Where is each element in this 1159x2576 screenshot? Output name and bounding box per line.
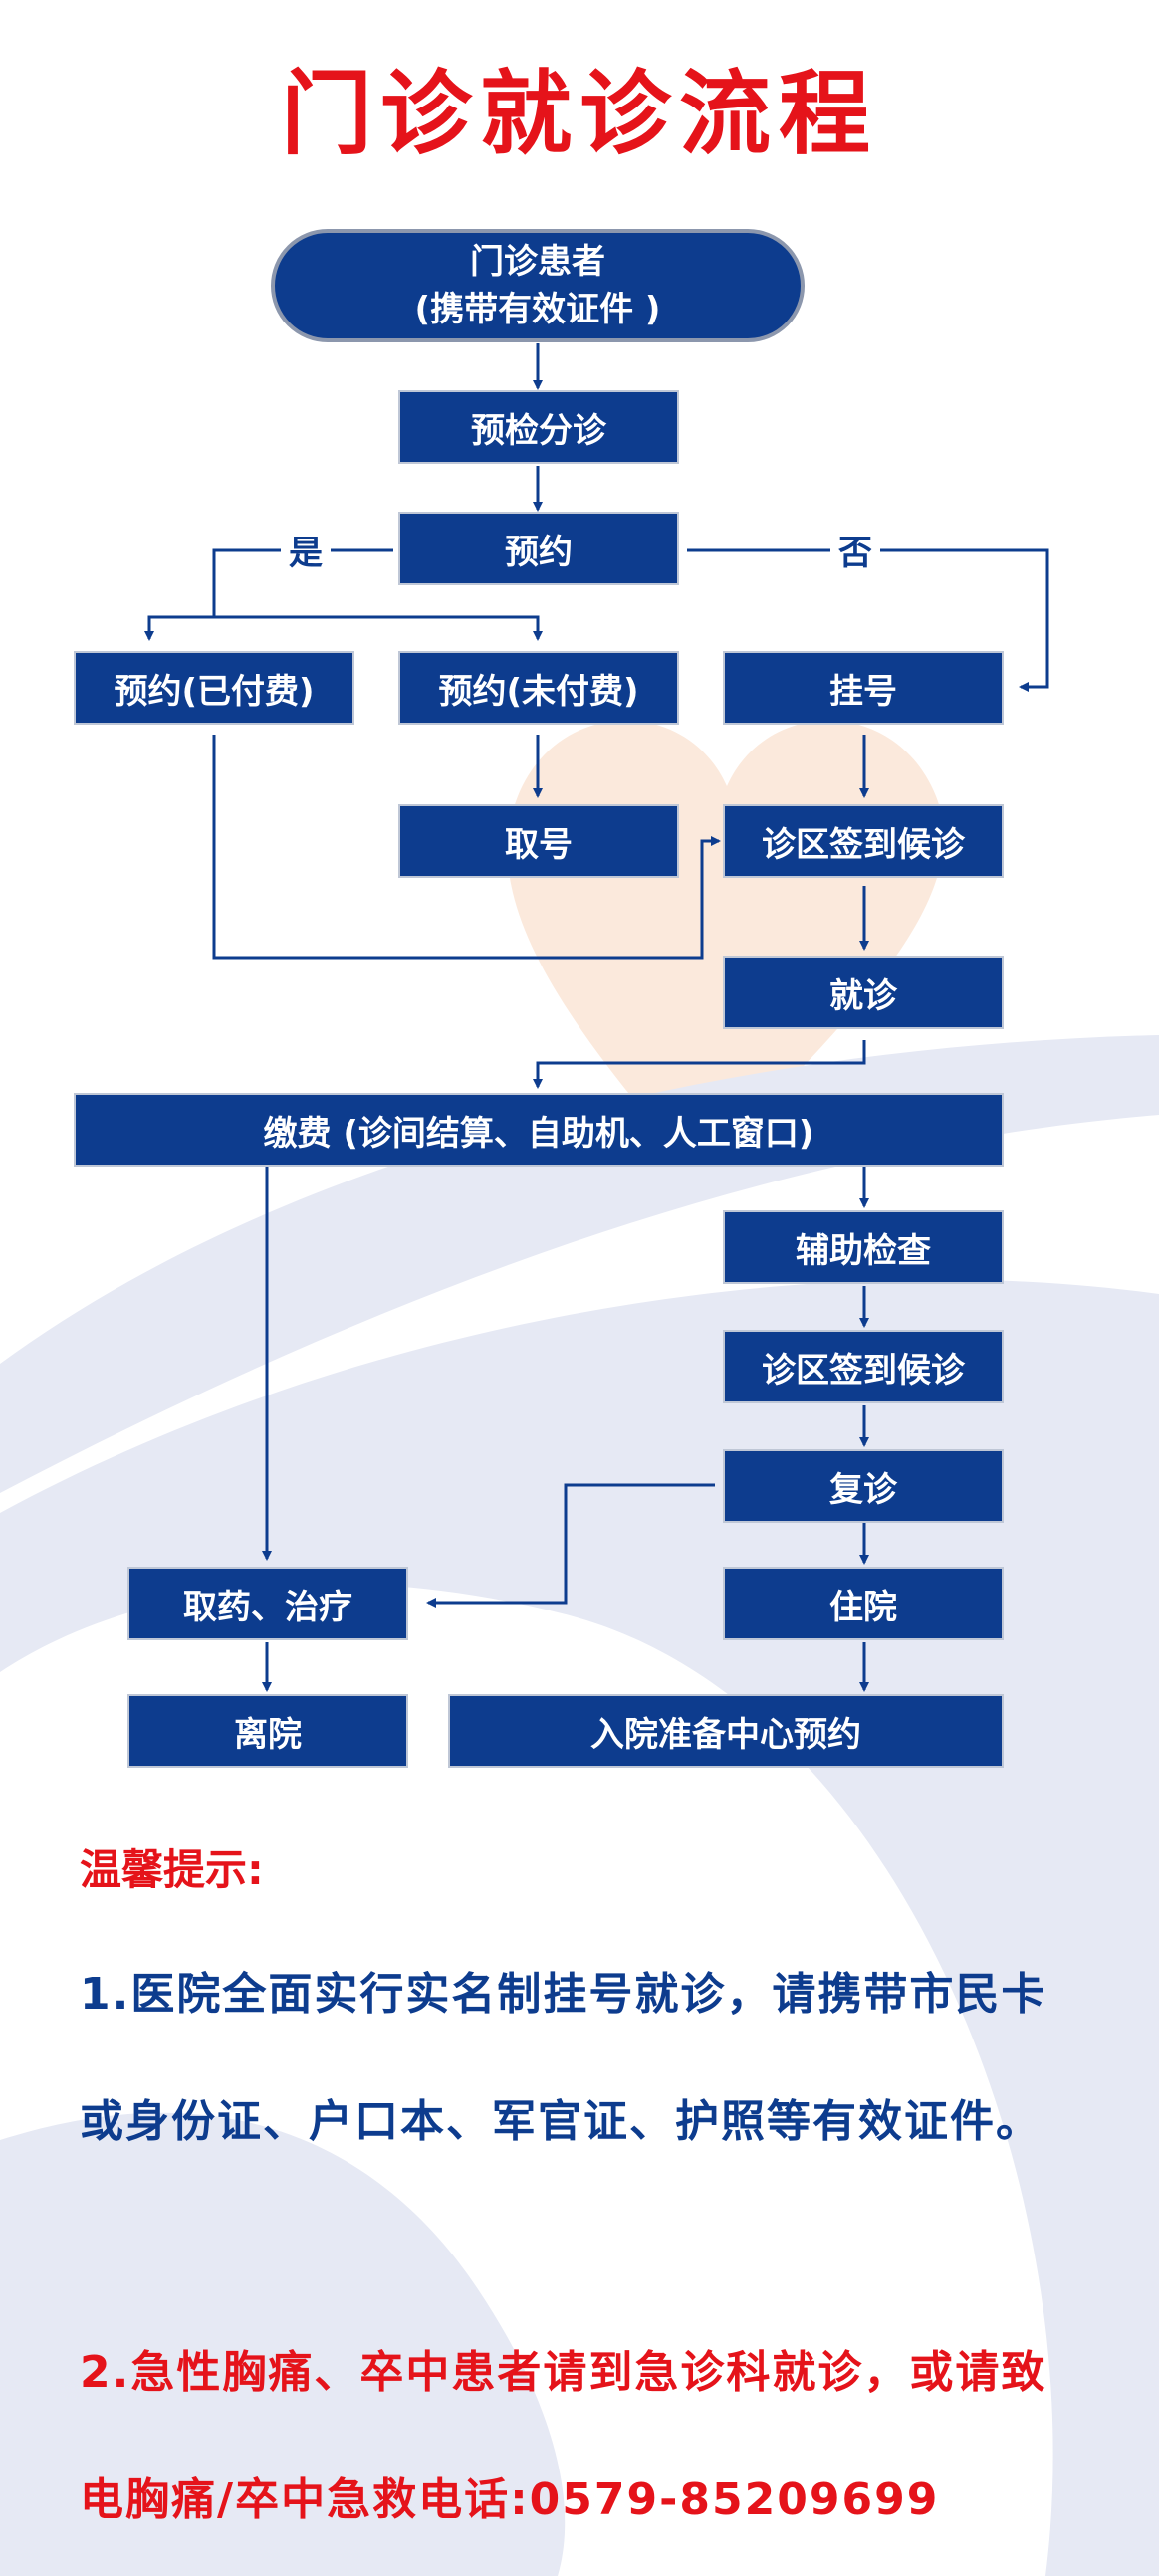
node-appointment: 预约 xyxy=(398,512,679,585)
node-leave: 离院 xyxy=(127,1694,408,1768)
node-payment: 缴费 (诊间结算、自助机、人工窗口) xyxy=(74,1093,1004,1167)
node-outpatient-line1: 门诊患者 xyxy=(470,242,605,282)
node-triage: 预检分诊 xyxy=(398,390,679,464)
label-no: 否 xyxy=(830,526,880,574)
node-medicine-treatment: 取药、治疗 xyxy=(127,1567,408,1640)
node-hospitalize: 住院 xyxy=(723,1567,1004,1640)
node-register: 挂号 xyxy=(723,651,1004,725)
node-revisit: 复诊 xyxy=(723,1449,1004,1523)
swoosh-shape-3 xyxy=(0,2112,566,2576)
node-appointment-unpaid: 预约(未付费) xyxy=(398,651,679,725)
node-admission-center: 入院准备中心预约 xyxy=(448,1694,1004,1768)
node-take-number: 取号 xyxy=(398,804,679,878)
tip-1: 1.医院全面实行实名制挂号就诊，请携带市民卡或身份证、户口本、军官证、护照等有效… xyxy=(80,1969,1047,2147)
node-appointment-paid: 预约(已付费) xyxy=(74,651,354,725)
tip-2: 2.急性胸痛、卒中患者请到急诊科就诊，或请致电胸痛/卒中急救电话:0579-85… xyxy=(80,2347,1047,2525)
page-title: 门诊就诊流程 xyxy=(280,61,878,167)
node-outpatient-line2: (携带有效证件 ) xyxy=(414,290,661,329)
node-checkin-wait-2: 诊区签到候诊 xyxy=(723,1330,1004,1403)
flow-connectors xyxy=(144,343,1049,1692)
label-yes: 是 xyxy=(281,526,331,574)
node-checkin-wait-1: 诊区签到候诊 xyxy=(723,804,1004,878)
tips-heading: 温馨提示: xyxy=(80,1845,264,1894)
node-aux-exam: 辅助检查 xyxy=(723,1210,1004,1284)
node-outpatient: 门诊患者 (携带有效证件 ) xyxy=(271,229,805,342)
node-consult: 就诊 xyxy=(723,956,1004,1029)
